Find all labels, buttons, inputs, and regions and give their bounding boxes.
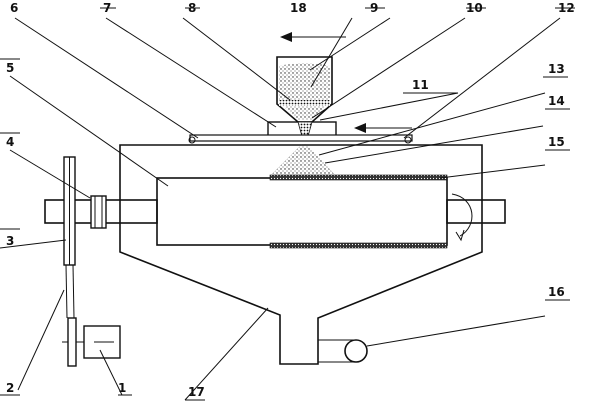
drum [156, 177, 448, 246]
label-7: 7 [103, 1, 111, 15]
powder-stream [270, 144, 336, 176]
belt-right [72, 264, 75, 319]
label-12: 12 [558, 1, 575, 15]
label-8: 8 [188, 1, 196, 15]
shaft-right [446, 199, 506, 224]
label-10: 10 [466, 1, 483, 15]
hopper-powder-dense [279, 100, 330, 106]
arrow-slider [354, 123, 412, 133]
label-18: 18 [290, 1, 307, 15]
label-15: 15 [548, 135, 565, 149]
label-rests [0, 7, 575, 401]
motor-pulley [67, 317, 77, 367]
slider-rail [189, 134, 413, 142]
label-6: 6 [10, 1, 18, 15]
label-4: 4 [6, 135, 14, 149]
label-2: 2 [6, 381, 14, 395]
label-11: 11 [412, 78, 429, 92]
label-17: 17 [188, 385, 205, 399]
label-13: 13 [548, 62, 565, 76]
label-5: 5 [6, 61, 14, 75]
label-16: 16 [548, 285, 565, 299]
leader-lines [0, 17, 561, 401]
coupling [90, 195, 107, 229]
belt-left [65, 264, 68, 319]
label-3: 3 [6, 234, 14, 248]
housing-outline [119, 144, 483, 365]
rotation-arrow [451, 193, 473, 237]
label-1: 1 [118, 381, 126, 395]
label-9: 9 [370, 1, 378, 15]
outlet-roller [344, 339, 368, 363]
arrow-18 [280, 32, 346, 42]
label-14: 14 [548, 94, 565, 108]
drum-coating-bottom [269, 242, 448, 249]
